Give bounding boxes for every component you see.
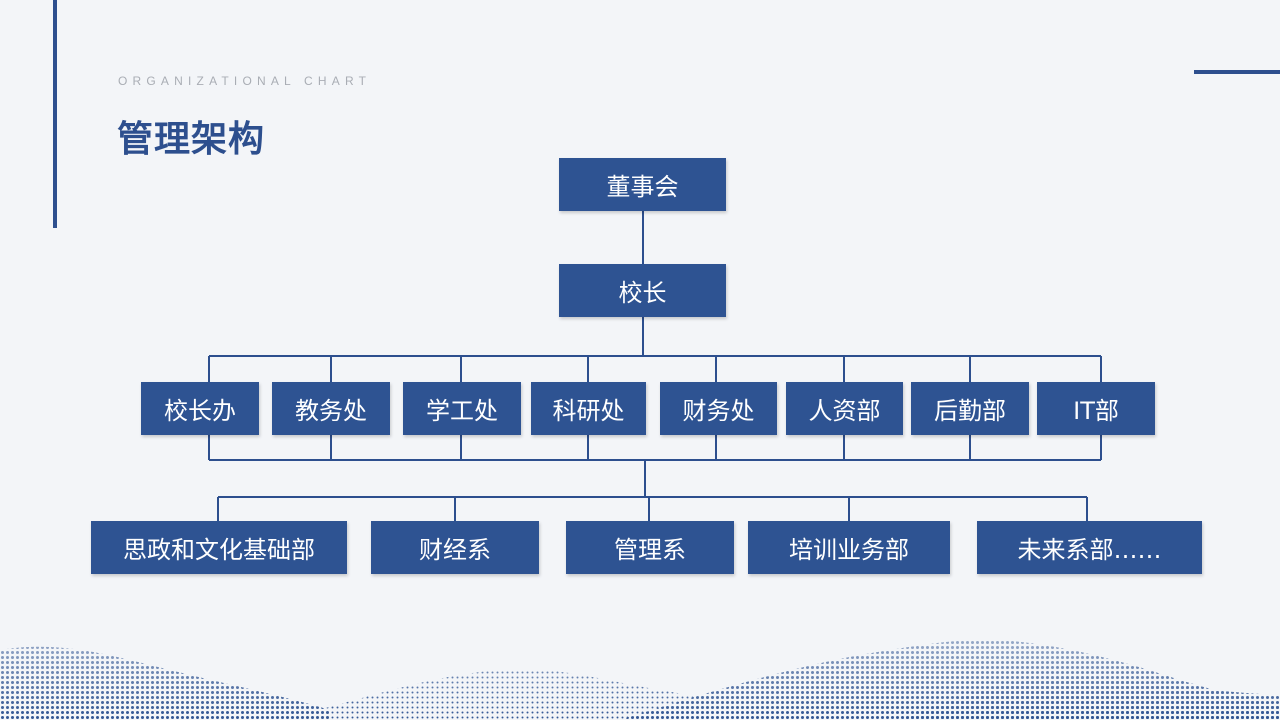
org-node-department: IT部: [1037, 382, 1155, 435]
org-node-faculty: 思政和文化基础部: [91, 521, 347, 574]
org-node-department: 后勤部: [911, 382, 1029, 435]
org-node-principal: 校长: [559, 264, 726, 317]
top-right-accent-bar: [1194, 70, 1280, 74]
org-node-department: 教务处: [272, 382, 390, 435]
org-node-department: 学工处: [403, 382, 521, 435]
org-node-department: 校长办: [141, 382, 259, 435]
org-node-department: 人资部: [786, 382, 903, 435]
org-node-board: 董事会: [559, 158, 726, 211]
page-title: 管理架构: [117, 119, 266, 160]
org-node-faculty: 财经系: [371, 521, 539, 574]
halftone-mountain-decoration: [0, 639, 1280, 720]
left-accent-bar: [53, 0, 57, 228]
org-node-faculty: 未来系部……: [977, 521, 1202, 574]
org-node-department: 财务处: [660, 382, 777, 435]
org-node-faculty: 管理系: [566, 521, 734, 574]
org-node-faculty: 培训业务部: [748, 521, 950, 574]
page-subtitle: ORGANIZATIONAL CHART: [118, 74, 372, 88]
org-node-department: 科研处: [531, 382, 646, 435]
